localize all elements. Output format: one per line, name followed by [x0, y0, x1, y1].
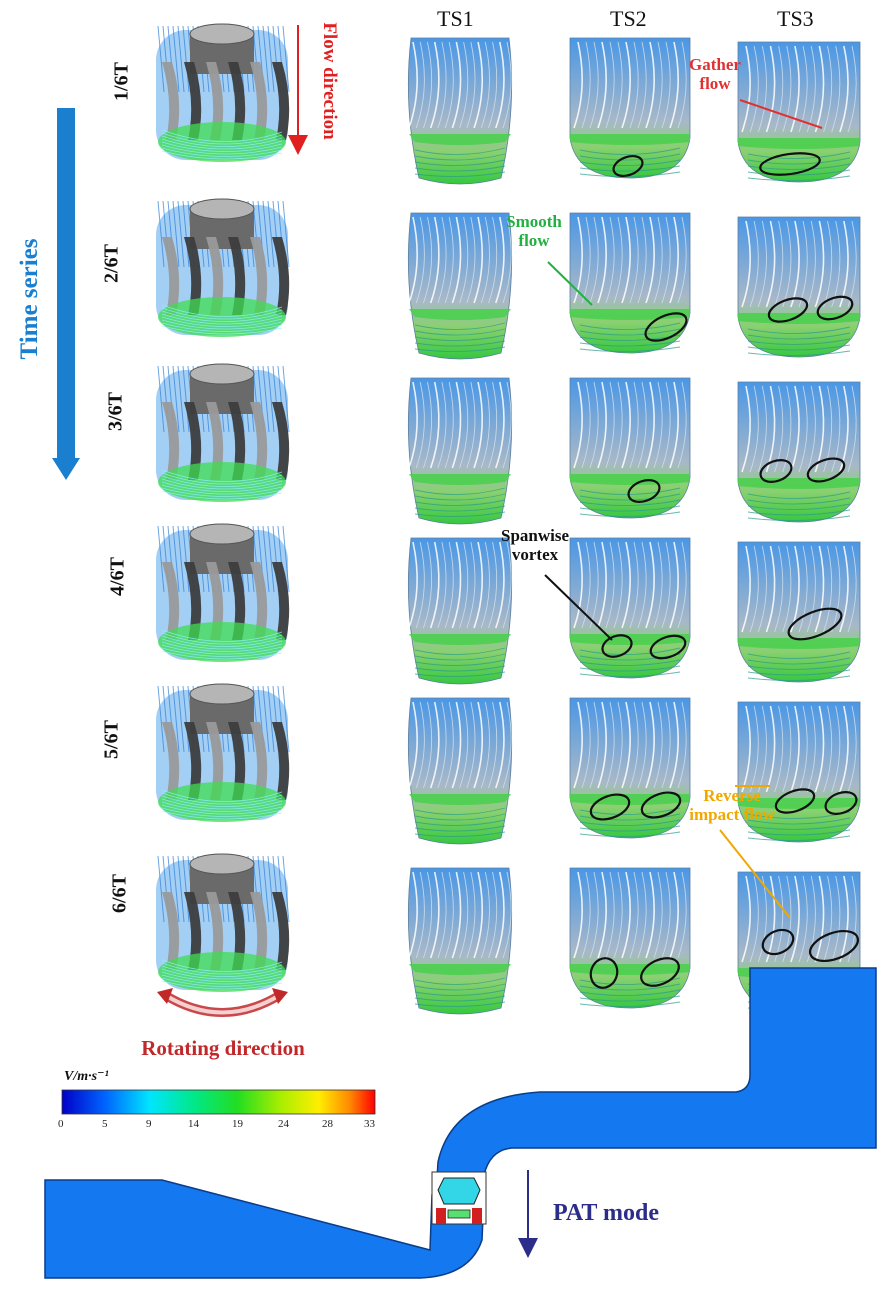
spanwise-vortex-label: Spanwise vortex — [500, 526, 570, 564]
colorbar-tick-1: 5 — [102, 1118, 108, 1130]
rotating-direction-label: Rotating direction — [141, 1036, 305, 1060]
row-label-4: 4/6T — [106, 557, 129, 596]
rotating-direction-arrow — [157, 988, 288, 1017]
row-label-5: 5/6T — [100, 720, 123, 759]
colorbar-title: V/m·s⁻¹ — [64, 1069, 109, 1084]
panel-r2-c1 — [407, 212, 513, 360]
panel-r1-c3 — [737, 41, 861, 183]
runner-column — [156, 23, 290, 992]
colorbar-tick-0: 0 — [58, 1118, 64, 1130]
runner-4 — [156, 523, 290, 662]
panel-r6-c2 — [569, 867, 691, 1009]
panel-r6-c1 — [407, 867, 513, 1015]
colorbar-tick-3: 14 — [188, 1118, 199, 1130]
smooth-flow-label: Smooth flow — [506, 212, 562, 250]
column-header-ts2: TS2 — [610, 6, 647, 31]
gather-flow-pointer — [739, 99, 823, 129]
column-header-ts3: TS3 — [777, 6, 814, 31]
pat-pipe-system — [44, 967, 877, 1279]
colorbar-tick-7: 33 — [364, 1118, 375, 1130]
colorbar-tick-6: 28 — [322, 1118, 333, 1130]
panel-r3-c3 — [737, 381, 861, 523]
panel-r5-c2 — [569, 697, 691, 839]
flow-direction-label: Flow direction — [319, 22, 340, 140]
gather-flow-label: Gather flow — [689, 55, 741, 93]
runner-6 — [156, 853, 290, 992]
panel-r5-c1 — [407, 697, 513, 845]
pat-mode-label: PAT mode — [553, 1200, 659, 1226]
panel-r4-c3 — [737, 541, 861, 683]
column-header-ts1: TS1 — [437, 6, 474, 31]
runner-2 — [156, 198, 290, 337]
blade-panels — [407, 37, 861, 1015]
colorbar-tick-2: 9 — [146, 1118, 152, 1130]
row-label-3: 3/6T — [104, 392, 127, 431]
panel-r4-c2 — [569, 537, 691, 679]
row-label-6: 6/6T — [108, 874, 131, 913]
smooth-flow-pointer — [547, 261, 593, 306]
pat-runner-section — [431, 1171, 487, 1225]
annotation-marks — [589, 152, 860, 989]
runner-5 — [156, 683, 290, 822]
colorbar-tick-4: 19 — [232, 1118, 243, 1130]
panel-r2-c2 — [569, 212, 691, 354]
row-label-2: 2/6T — [100, 244, 123, 283]
runner-1 — [156, 23, 290, 162]
reverse-impact-pointer-2 — [719, 829, 791, 919]
time-series-label: Time series — [16, 238, 43, 360]
panel-r4-c1 — [407, 537, 513, 685]
panel-r1-c2 — [569, 37, 691, 179]
colorbar-tick-5: 24 — [278, 1118, 289, 1130]
panel-r3-c1 — [407, 377, 513, 525]
panel-r5-c3 — [737, 701, 861, 843]
panel-r1-c1 — [407, 37, 513, 185]
panel-r3-c2 — [569, 377, 691, 519]
reverse-impact-flow-label: Reverse impact flow — [689, 786, 775, 824]
time-series-arrow — [52, 108, 80, 480]
spanwise-vortex-pointer — [544, 574, 613, 641]
runner-3 — [156, 363, 290, 502]
row-label-1: 1/6T — [110, 62, 133, 101]
velocity-colorbar — [61, 1089, 376, 1115]
panel-r2-c3 — [737, 216, 861, 358]
